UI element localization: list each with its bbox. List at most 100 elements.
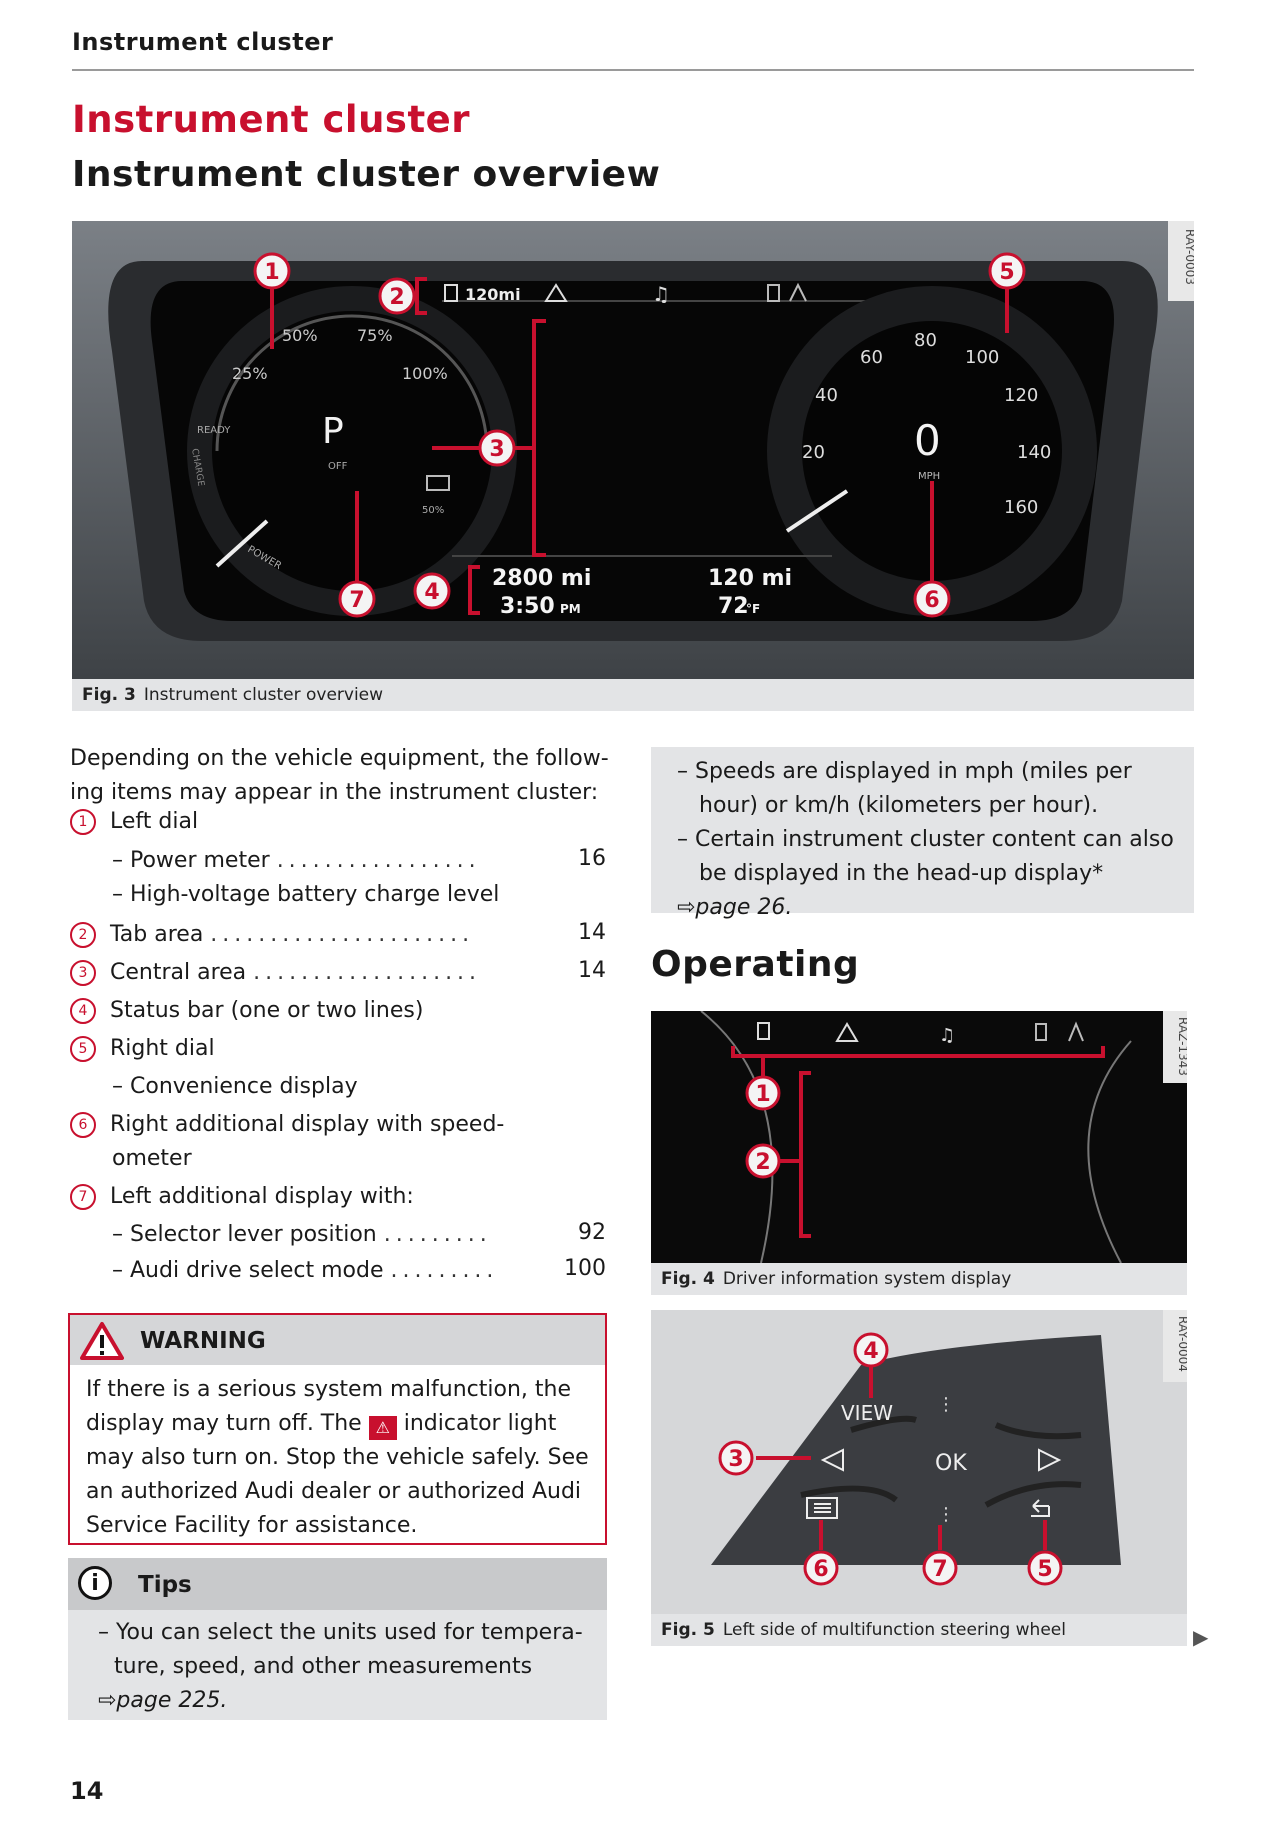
speed-value: 0 [914, 416, 941, 465]
svg-text:60: 60 [860, 347, 883, 368]
sub-hv-battery: – High-voltage battery charge level [112, 882, 500, 907]
music-icon: ♫ [939, 1025, 955, 1046]
warning-box: WARNING If there is a serious system mal… [68, 1313, 607, 1545]
status-range2: 120 mi [708, 566, 792, 591]
figure-id: RAY-0003 [1183, 229, 1194, 285]
fig3-caption-text: Instrument cluster overview [143, 685, 384, 705]
sub-power-meter: – Power meter ................. [112, 848, 481, 873]
tab-range: 120mi [465, 285, 521, 304]
tips-header: i Tips [68, 1558, 607, 1610]
header-rule [72, 69, 1194, 71]
operating-title: Operating [651, 944, 860, 985]
svg-text:1: 1 [264, 260, 279, 285]
status-time: 3:50 [500, 594, 555, 619]
fig3-caption-label: Fig. 3 [82, 685, 136, 705]
scroll-up-icon[interactable]: ⋮ [937, 1394, 955, 1415]
battery-icon [426, 475, 450, 491]
navigation-icon [789, 282, 807, 302]
callout-markers: 3 4 5 6 7 [718, 1332, 1063, 1586]
menu-button[interactable] [806, 1497, 838, 1519]
sub-selector-lever: – Selector lever position ......... [112, 1222, 492, 1247]
svg-text:3: 3 [728, 1447, 743, 1472]
speed-notes-box: – Speeds are displayed in mph (miles per… [651, 747, 1194, 920]
page-number: 14 [70, 1777, 104, 1805]
warning-header: WARNING [70, 1315, 605, 1365]
page-ref-16: 16 [578, 846, 606, 871]
fuel-icon [444, 284, 458, 302]
continue-arrow-icon: ▶ [1193, 1625, 1209, 1649]
phone-icon [767, 284, 780, 302]
figure-steering-wheel: VIEW ⋮ OK ⋮ 3 4 5 6 7 RAY-0004 [651, 1310, 1187, 1614]
page-ref-100: 100 [564, 1256, 606, 1281]
tips-body: – You can select the units used for temp… [98, 1620, 583, 1713]
status-range: 2800 mi [492, 566, 591, 591]
drive-mode: OFF [328, 461, 348, 472]
music-icon: ♫ [652, 282, 670, 306]
figure-instrument-cluster: 25% 50% 75% 100% READY CHARGE POWER P OF… [72, 221, 1194, 679]
fuel-icon [757, 1022, 770, 1040]
svg-text:160: 160 [1004, 497, 1038, 518]
left-dial-100: 100% [402, 364, 448, 383]
left-dial-needle [215, 519, 269, 568]
left-arrow-button[interactable] [820, 1448, 844, 1472]
running-header: Instrument cluster [72, 28, 334, 56]
svg-text:120: 120 [1004, 385, 1038, 406]
note-speed-units: – Speeds are displayed in mph (miles per… [677, 759, 1132, 818]
ok-button[interactable]: OK [935, 1451, 967, 1476]
info-icon: i [78, 1566, 112, 1600]
left-dial-50: 50% [282, 326, 318, 345]
svg-text:6: 6 [813, 1557, 828, 1582]
view-button[interactable]: VIEW [841, 1401, 893, 1425]
left-dial-25: 25% [232, 364, 268, 383]
speed-unit: MPH [918, 471, 940, 482]
svg-text:5: 5 [999, 260, 1014, 285]
warning-icon [835, 1022, 859, 1042]
status-temp-unit: °F [746, 602, 760, 616]
svg-text:80: 80 [914, 330, 937, 351]
left-dial-ready: READY [197, 425, 231, 436]
callout-markers: 1 2 3 4 5 6 7 [253, 252, 1026, 618]
warning-icon [544, 283, 568, 302]
svg-text:4: 4 [863, 1339, 878, 1364]
fig3-caption: Fig. 3 Instrument cluster overview [72, 679, 1194, 711]
svg-text:5: 5 [1037, 1557, 1052, 1582]
figure-id: RAY-0004 [1176, 1316, 1187, 1372]
callout-markers: 1 2 [745, 1075, 781, 1179]
page-ref-14b: 14 [578, 958, 606, 983]
scroll-down-icon[interactable]: ⋮ [937, 1504, 955, 1525]
figure-id: RAZ-1343 [1176, 1017, 1187, 1076]
warning-indicator-icon: ⚠ [368, 1416, 397, 1440]
right-arrow-button[interactable] [1038, 1448, 1062, 1472]
speedometer-ticks: 20 40 60 80 100 120 140 160 [802, 330, 1051, 518]
svg-text:140: 140 [1017, 442, 1051, 463]
svg-text:40: 40 [815, 385, 838, 406]
status-time-suffix: PM [560, 602, 581, 616]
figure-driver-info-display: ♫ 1 2 RAZ-1343 [651, 1011, 1187, 1263]
status-temp: 72 [718, 594, 749, 619]
speed-needle [785, 489, 849, 533]
svg-text:4: 4 [424, 580, 439, 605]
warning-triangle-icon [80, 1322, 124, 1360]
sub-drive-select: – Audi drive select mode ......... [112, 1258, 499, 1283]
item-right-additional-cont: ometer [112, 1146, 192, 1171]
callout-lines [756, 1365, 1047, 1550]
page-ref-92: 92 [578, 1220, 606, 1245]
svg-text:2: 2 [755, 1150, 770, 1175]
back-button[interactable] [1031, 1499, 1050, 1517]
subsection-title: Instrument cluster overview [72, 154, 661, 195]
left-dial-75: 75% [357, 326, 393, 345]
svg-text:2: 2 [389, 285, 404, 310]
svg-text:3: 3 [489, 437, 504, 462]
svg-text:6: 6 [924, 588, 939, 613]
boost-level: 50% [422, 505, 444, 516]
sub-convenience-display: – Convenience display [112, 1074, 358, 1099]
note-page-ref: ⇨page 26. [677, 895, 793, 920]
svg-text:7: 7 [349, 588, 364, 613]
